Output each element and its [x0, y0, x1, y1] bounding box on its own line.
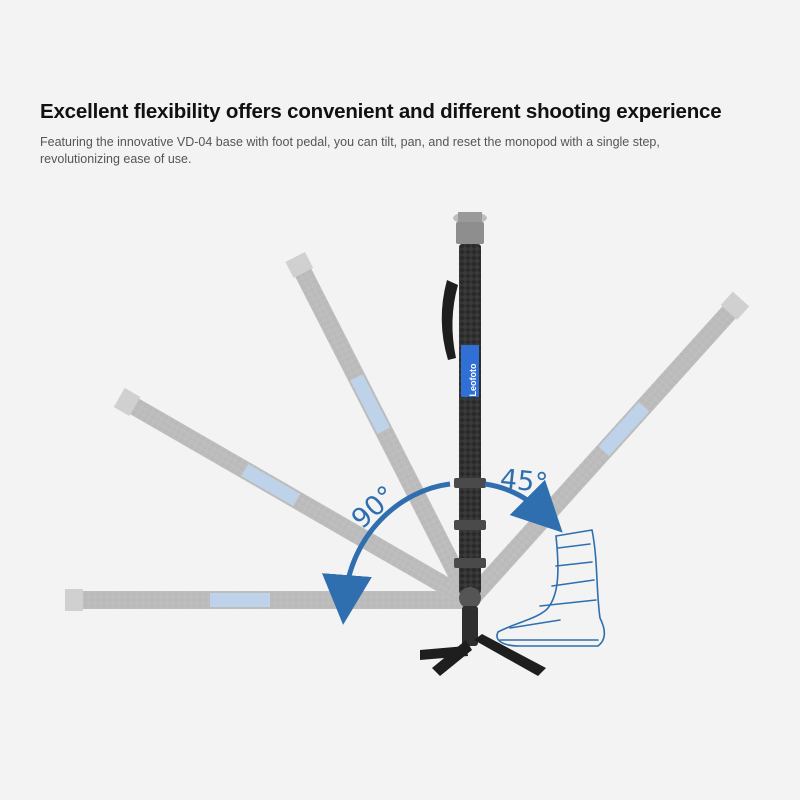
- ghost-monopod-60: [113, 387, 474, 607]
- ghost-monopod-right: [464, 291, 750, 605]
- ghost-monopod-30: [285, 251, 477, 603]
- curved-arrow-45: [484, 479, 563, 533]
- page-title: Excellent flexibility offers convenient …: [40, 100, 722, 123]
- foot-icon: [496, 529, 606, 647]
- page-description: Featuring the innovative VD-04 base with…: [40, 135, 660, 166]
- angle-label-45: 45°: [498, 463, 550, 500]
- base-feet: [420, 634, 546, 676]
- ghost-monopod-horizontal: [65, 589, 470, 611]
- curved-arrow-90: [322, 481, 451, 625]
- brand-logo-text: Leofoto: [468, 363, 478, 396]
- main-monopod: [441, 212, 487, 646]
- ghost-monopods: [65, 251, 750, 611]
